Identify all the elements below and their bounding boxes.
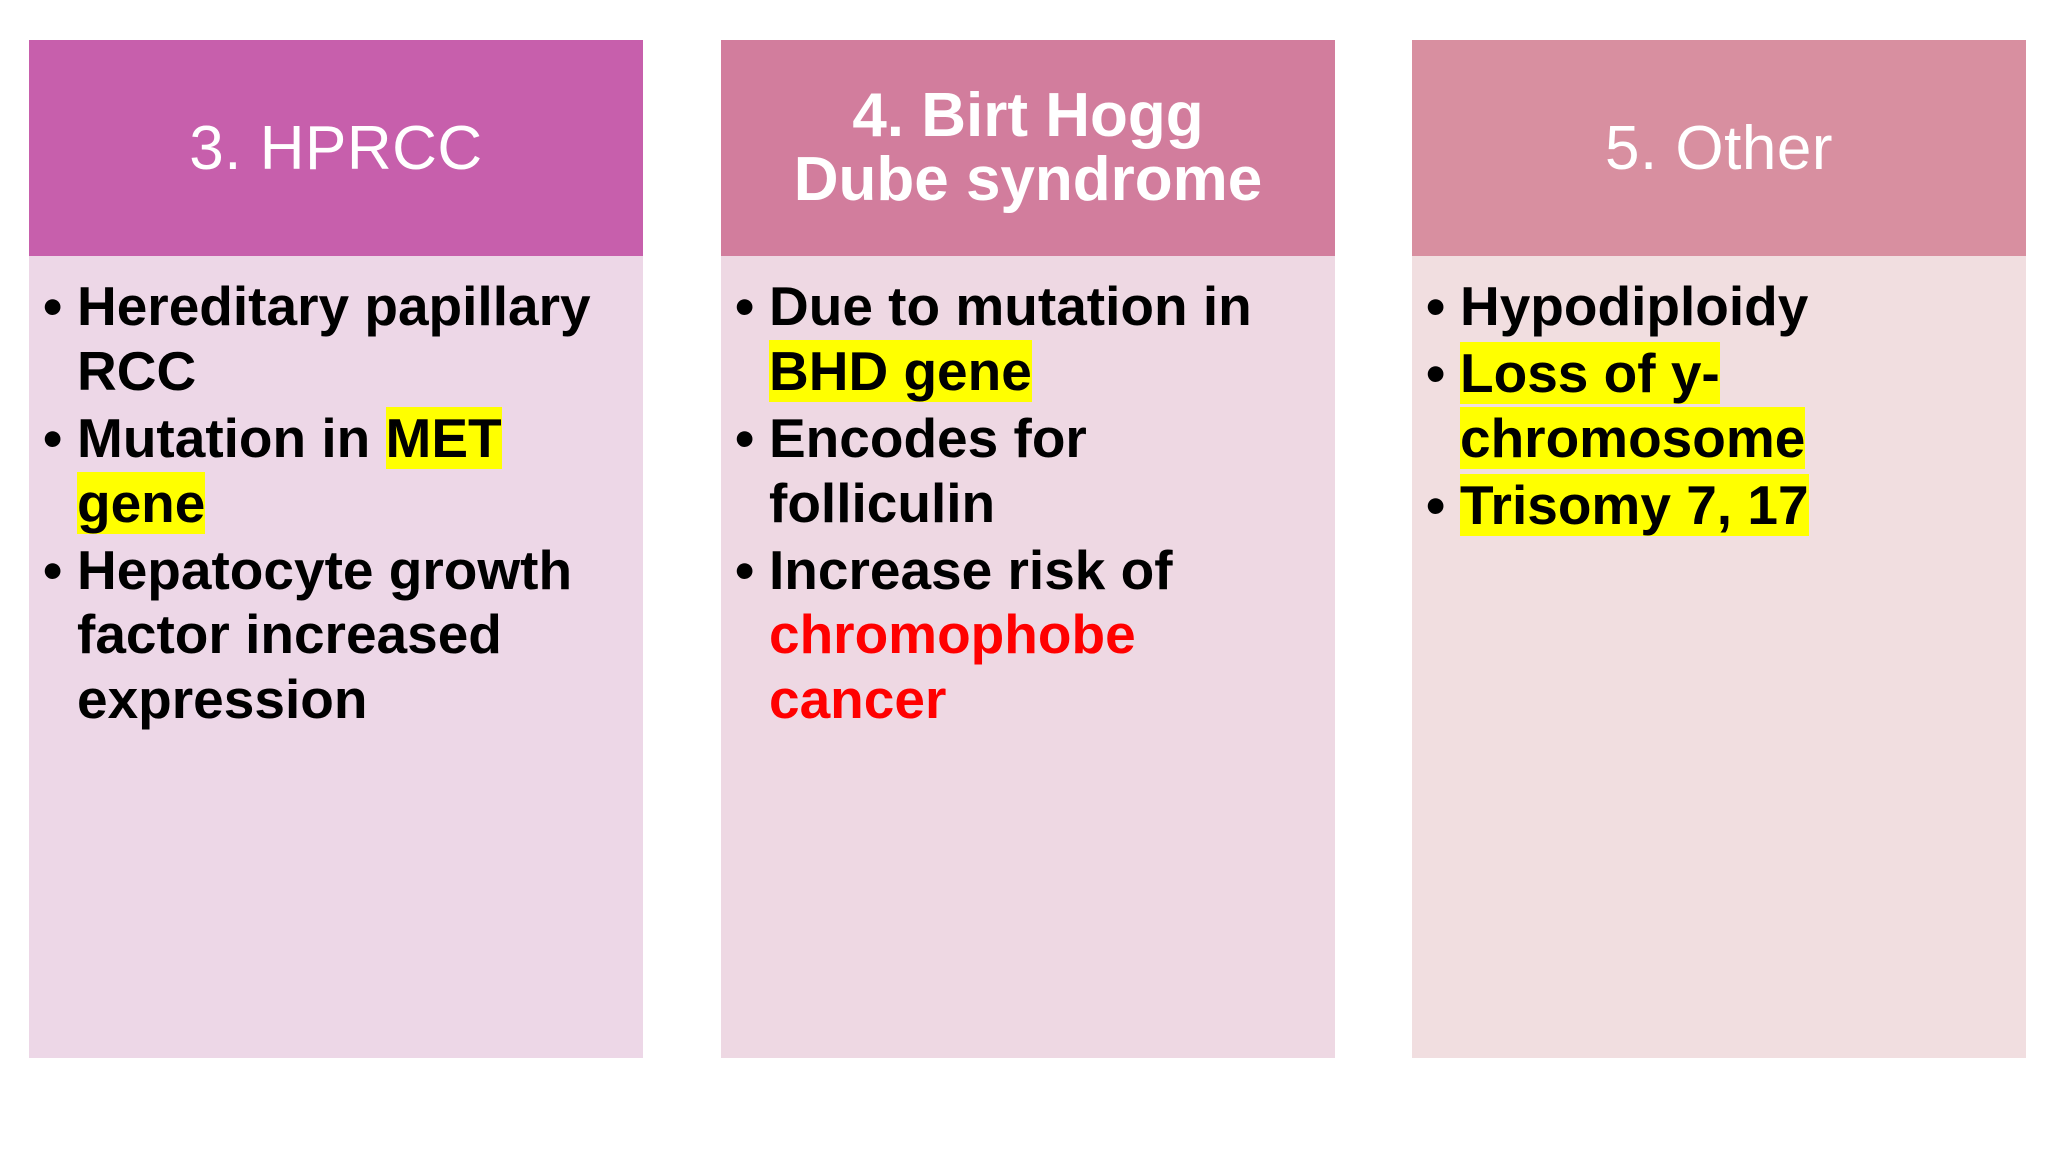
bullet-list-birt-hogg-dube: • Due to mutation in BHD gene • Encodes … xyxy=(735,274,1321,732)
bullet-point-icon: • xyxy=(735,406,755,469)
text-segment: Due to mutation in xyxy=(769,275,1252,337)
highlighted-term-bhd-gene: BHD gene xyxy=(769,339,1032,402)
text-segment: Hypodiploidy xyxy=(1460,275,1809,337)
bullet-text: Mutation in MET gene xyxy=(77,406,629,536)
bullet-text: Trisomy 7, 17 xyxy=(1460,473,2012,538)
bullet-point-icon: • xyxy=(43,275,63,337)
list-item: • Due to mutation in BHD gene xyxy=(735,274,1321,404)
column-header-label: 3. HPRCC xyxy=(189,113,483,183)
list-item: • Hereditary papillary RCC xyxy=(43,274,629,404)
bullet-text: Hypodiploidy xyxy=(1460,274,2012,339)
column-body-other: • Hypodiploidy • Loss of y-chromosome • … xyxy=(1412,256,2026,1058)
bullet-text: Hepatocyte growth factor increased expre… xyxy=(77,538,629,733)
list-item: • Hypodiploidy xyxy=(1426,274,2012,339)
bullet-point-icon: • xyxy=(1426,275,1446,337)
bullet-text: Due to mutation in BHD gene xyxy=(769,274,1321,404)
list-item: • Loss of y-chromosome xyxy=(1426,341,2012,471)
column-header-line-2: Dube syndrome xyxy=(793,145,1263,214)
emphasis-term-chromophobe-cancer: chromophobe cancer xyxy=(769,603,1136,731)
list-item: • Mutation in MET gene xyxy=(43,406,629,536)
bullet-text: Encodes for folliculin xyxy=(769,406,1321,536)
highlighted-term-loss-of-y-chromosome: Loss of y-chromosome xyxy=(1460,341,1806,469)
list-item: • Trisomy 7, 17 xyxy=(1426,473,2012,538)
bullet-text: Hereditary papillary RCC xyxy=(77,274,629,404)
list-item: • Hepatocyte growth factor increased exp… xyxy=(43,538,629,733)
highlighted-term-trisomy-7-17: Trisomy 7, 17 xyxy=(1460,473,1809,536)
bullet-point-icon: • xyxy=(735,275,755,337)
bullet-point-icon: • xyxy=(735,538,755,601)
text-segment: Hepatocyte growth factor increased expre… xyxy=(77,538,573,731)
bullet-point-icon: • xyxy=(1426,473,1446,536)
text-segment: Encodes for folliculin xyxy=(769,406,1087,534)
list-item: • Encodes for folliculin xyxy=(735,406,1321,536)
column-body-birt-hogg-dube: • Due to mutation in BHD gene • Encodes … xyxy=(721,256,1335,1058)
text-segment: Hereditary papillary RCC xyxy=(77,275,591,402)
bullet-text: Increase risk of chromophobe cancer xyxy=(769,538,1321,733)
column-header-hprcc: 3. HPRCC xyxy=(29,40,643,256)
bullet-list-other: • Hypodiploidy • Loss of y-chromosome • … xyxy=(1426,274,2012,538)
column-card-hprcc: 3. HPRCC • Hereditary papillary RCC • Mu… xyxy=(29,40,643,1058)
column-header-label: 5. Other xyxy=(1605,113,1833,183)
column-header-other: 5. Other xyxy=(1412,40,2026,256)
bullet-list-hprcc: • Hereditary papillary RCC • Mutation in… xyxy=(43,274,629,732)
column-body-hprcc: • Hereditary papillary RCC • Mutation in… xyxy=(29,256,643,1058)
list-item: • Increase risk of chromophobe cancer xyxy=(735,538,1321,733)
bullet-point-icon: • xyxy=(1426,341,1446,404)
bullet-point-icon: • xyxy=(43,406,63,469)
text-segment: Mutation in xyxy=(77,406,386,469)
bullet-text: Loss of y-chromosome xyxy=(1460,341,2012,471)
column-header-line-1: 4. Birt Hogg xyxy=(852,81,1204,151)
text-segment: Increase risk of xyxy=(769,538,1173,601)
column-card-other: 5. Other • Hypodiploidy • Loss of y-chro… xyxy=(1412,40,2026,1058)
bullet-point-icon: • xyxy=(43,538,63,601)
